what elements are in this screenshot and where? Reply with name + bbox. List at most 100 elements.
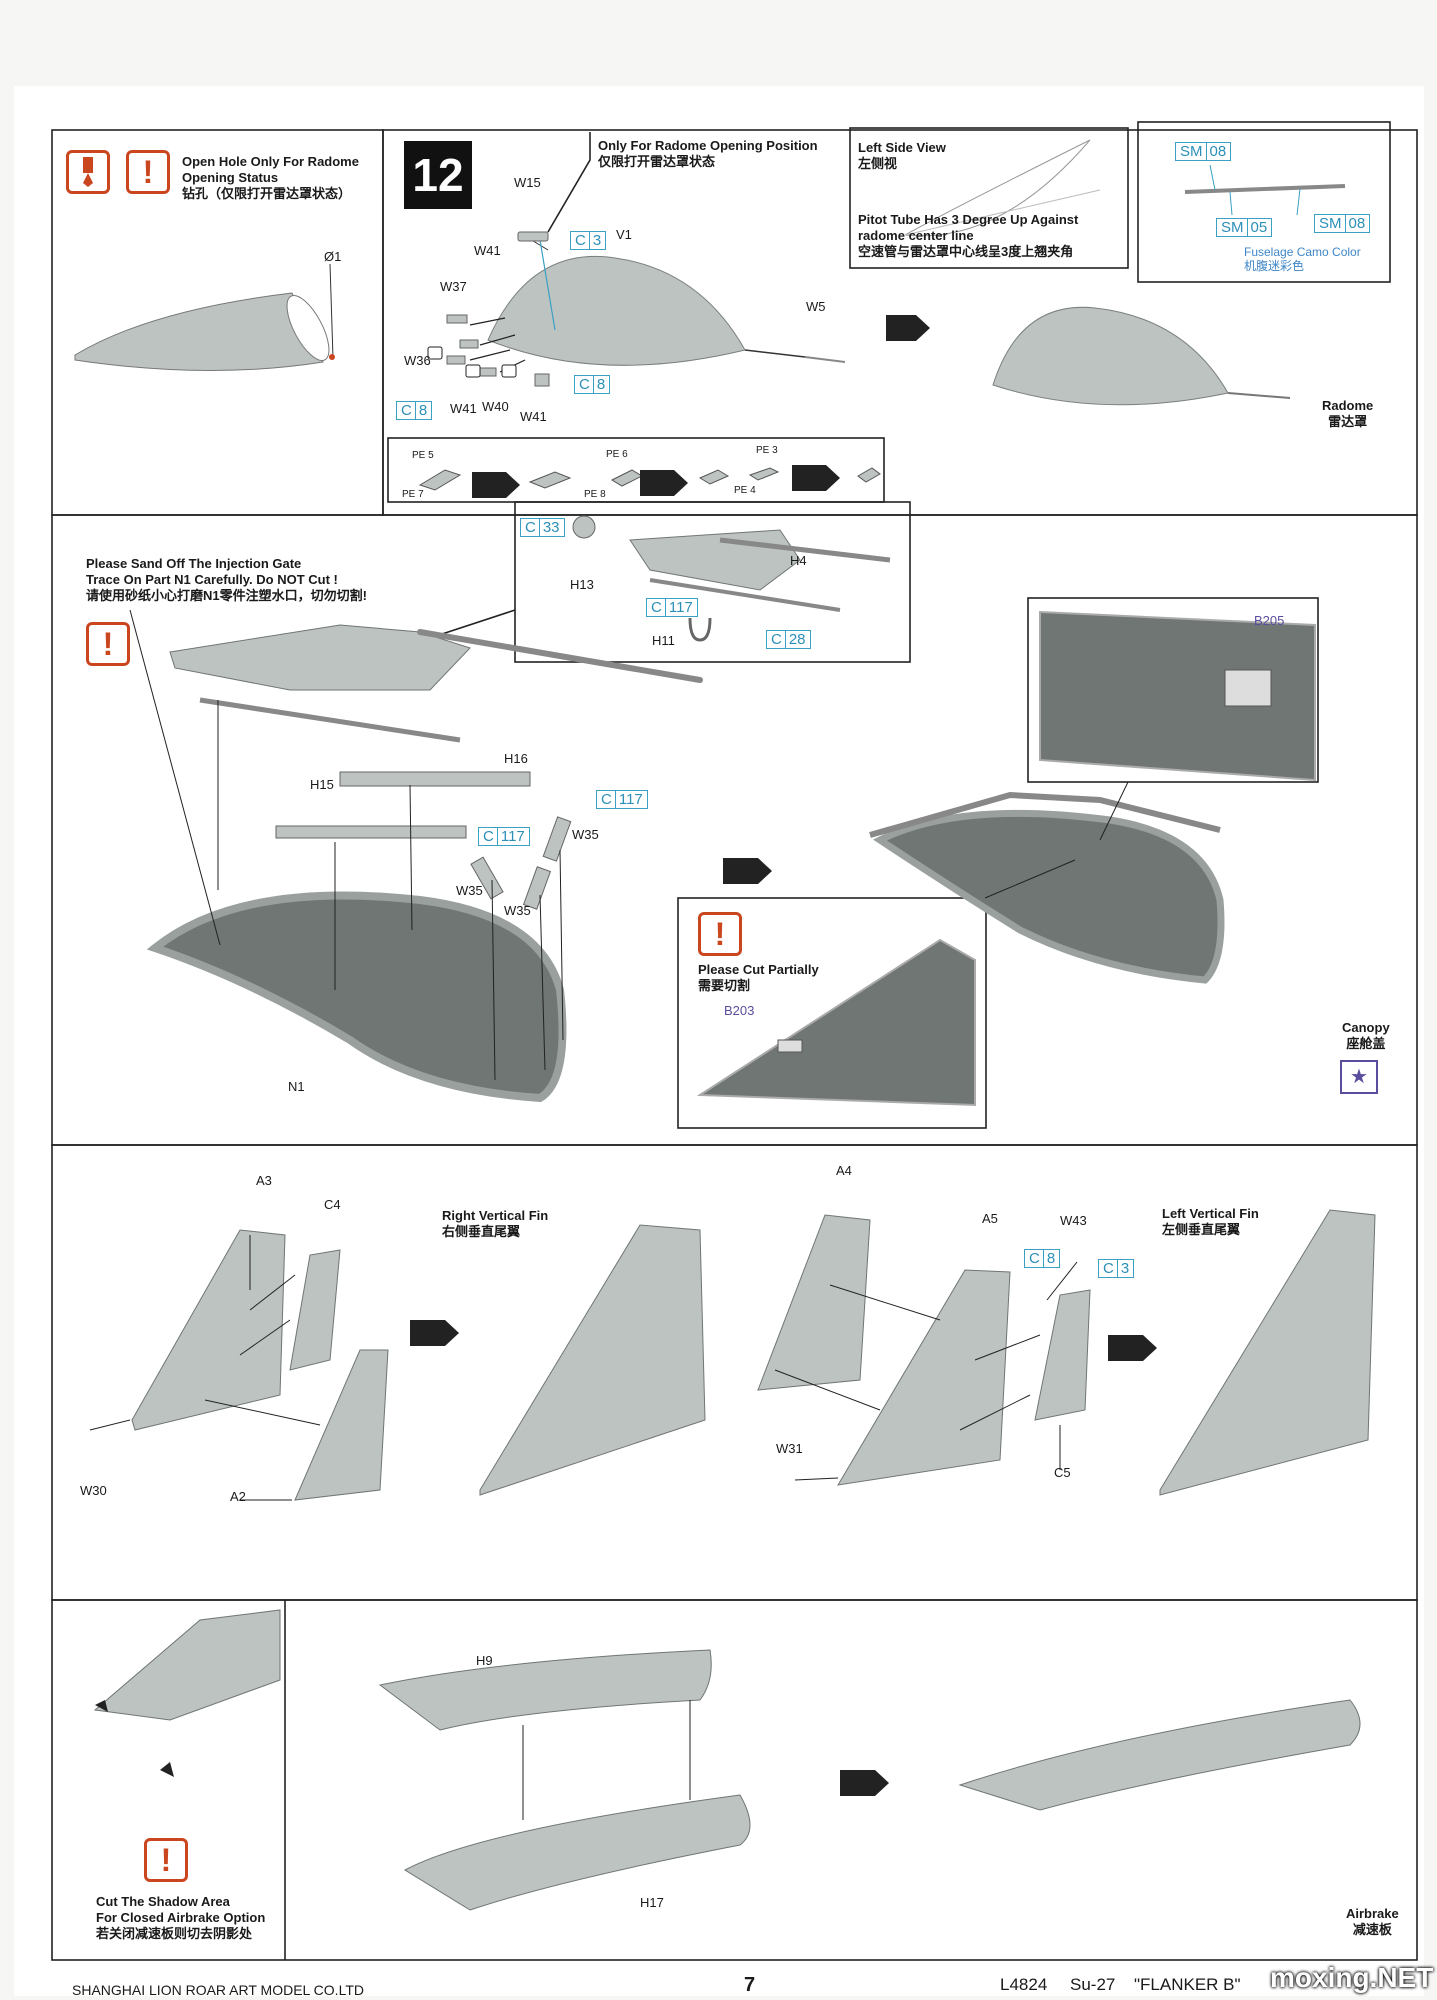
canopy-zoom-b205 <box>1039 610 1316 782</box>
box-canopy-detail <box>514 501 911 663</box>
part-label: W40 <box>482 399 509 414</box>
pe-label: PE 4 <box>734 485 756 496</box>
box-canopy-zoom-b205 <box>1027 597 1319 783</box>
footer-company: SHANGHAI LION ROAR ART MODEL CO.LTD <box>72 1982 364 1998</box>
airbrake-result-label: Airbrake 减速板 <box>1346 1906 1399 1937</box>
airbrake-part-h17 <box>403 1794 751 1911</box>
radome-assembled <box>992 306 1229 406</box>
part-label: W43 <box>1060 1213 1087 1228</box>
part-label: H17 <box>640 1895 664 1910</box>
warning-icon: ! <box>144 1838 188 1882</box>
pe-label: PE 6 <box>606 449 628 460</box>
right-fin-part-a2 <box>294 1349 389 1501</box>
canopy-zoom-b203 <box>696 938 976 1107</box>
canopy-logo-icon: ★ <box>1340 1060 1378 1094</box>
canopy-frame-upper <box>169 624 471 691</box>
left-fin-assembled <box>1159 1209 1376 1496</box>
diameter-label: Ø1 <box>324 249 342 264</box>
left-fin-part-a5 <box>837 1269 1011 1486</box>
part-label: H11 <box>652 633 675 648</box>
part-label: W5 <box>806 299 826 314</box>
footer-name: "FLANKER B" <box>1134 1975 1241 1994</box>
airbrake-shadow-detail <box>93 1609 281 1721</box>
part-label: W41 <box>474 243 501 258</box>
part-label: H4 <box>790 553 807 568</box>
part-label: C4 <box>324 1197 341 1212</box>
part-label: W37 <box>440 279 467 294</box>
watermark: moxing.NET <box>1270 1962 1434 1993</box>
drill-icon <box>66 150 110 194</box>
sand-injection-gate-note: Please Sand Off The Injection Gate Trace… <box>86 556 367 603</box>
part-label: W41 <box>450 401 477 416</box>
box-cut-partially <box>677 897 987 1129</box>
panel-airbrake <box>51 1599 1418 1961</box>
canopy-result-label: Canopy 座舱盖 <box>1342 1020 1390 1051</box>
radome-open-part <box>74 292 324 371</box>
part-label: C5 <box>1054 1465 1071 1480</box>
part-label: H9 <box>476 1653 493 1668</box>
airbrake-assembled <box>958 1699 1361 1811</box>
warning-icon: ! <box>126 150 170 194</box>
cut-shadow-note: Cut The Shadow Area For Closed Airbrake … <box>96 1894 266 1941</box>
right-fin-part-c4 <box>289 1249 341 1371</box>
left-fin-label: Left Vertical Fin 左侧垂直尾翼 <box>1162 1206 1259 1237</box>
open-hole-text: Open Hole Only For Radome Opening Status… <box>182 154 359 201</box>
radome-v1 <box>487 255 746 366</box>
part-label: A4 <box>836 1163 852 1178</box>
part-label: H15 <box>310 777 334 792</box>
canopy-n1 <box>146 891 567 1103</box>
step-number: 12 <box>404 141 472 209</box>
box-pitot-parts <box>1137 121 1391 283</box>
part-label: W36 <box>404 353 431 368</box>
pitot-note: Pitot Tube Has 3 Degree Up Against radom… <box>858 212 1079 259</box>
canopy-assembled <box>873 809 1225 984</box>
radome-opening-note: Only For Radome Opening Position 仅限打开雷达罩… <box>598 138 818 169</box>
part-label: W41 <box>520 409 547 424</box>
camo-color-note: Fuselage Camo Color 机腹迷彩色 <box>1244 245 1361 273</box>
part-label: N1 <box>288 1079 305 1094</box>
right-fin-assembled <box>479 1224 706 1496</box>
part-label-b203: B203 <box>724 1003 755 1018</box>
airbrake-part-h9 <box>378 1649 712 1731</box>
part-label: A2 <box>230 1489 246 1504</box>
part-label-b205: B205 <box>1254 613 1285 628</box>
part-label: H13 <box>570 577 594 592</box>
box-left-side-view <box>849 127 1129 269</box>
left-side-view-label: Left Side View 左侧视 <box>858 140 946 171</box>
cut-partially-note: Please Cut Partially 需要切割 <box>698 962 819 993</box>
left-fin-part-c5 <box>1034 1289 1091 1421</box>
page-number: 7 <box>744 1974 756 1996</box>
part-label: W30 <box>80 1483 107 1498</box>
part-label: W31 <box>776 1441 803 1456</box>
left-fin-part-a4 <box>757 1214 871 1391</box>
pe-label: PE 5 <box>412 450 434 461</box>
part-label: W35 <box>572 827 599 842</box>
part-label: A5 <box>982 1211 998 1226</box>
pe-label: PE 7 <box>402 489 424 500</box>
part-label: W35 <box>456 883 483 898</box>
part-label: W35 <box>504 903 531 918</box>
footer-kit-code: L4824 <box>1000 1975 1048 1994</box>
right-fin-part-a3 <box>131 1229 286 1431</box>
pe-label: PE 8 <box>584 489 606 500</box>
warning-icon: ! <box>86 622 130 666</box>
right-fin-label: Right Vertical Fin 右侧垂直尾翼 <box>442 1208 549 1239</box>
part-label: H16 <box>504 751 528 766</box>
warning-icon: ! <box>698 912 742 956</box>
pe-label: PE 3 <box>756 445 778 456</box>
footer-model: Su-27 <box>1070 1975 1116 1994</box>
